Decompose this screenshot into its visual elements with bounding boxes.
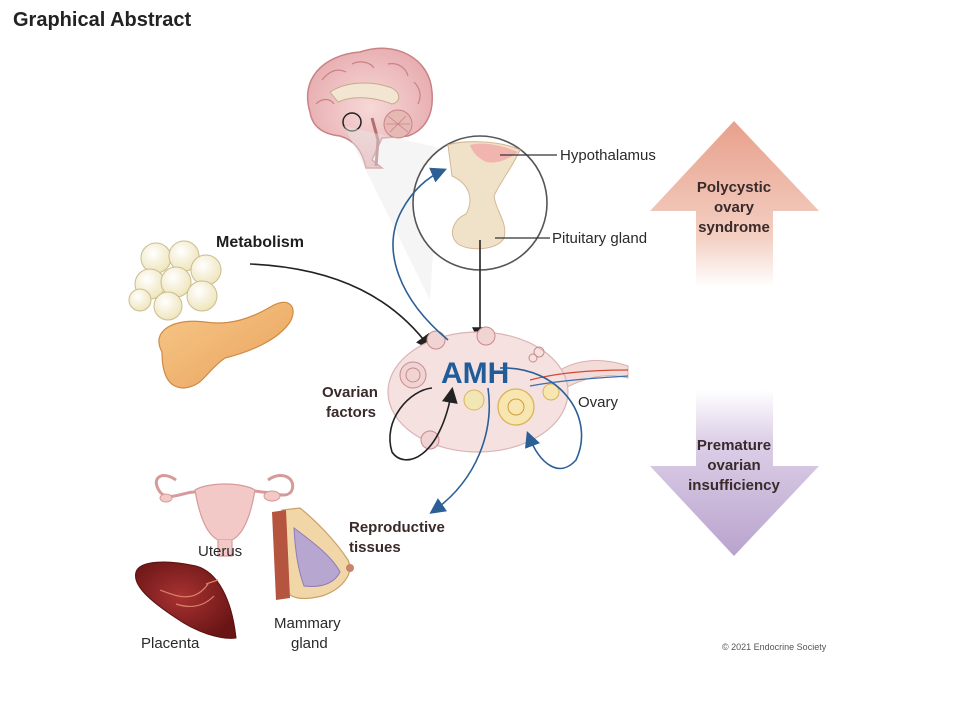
reproductive-tissues-label-2: tissues <box>349 539 401 556</box>
mammary-gland-illustration <box>272 507 354 600</box>
mammary-label-1: Mammary <box>274 615 341 632</box>
brain-illustration <box>306 47 433 169</box>
uterus-illustration <box>154 474 295 557</box>
pituitary-label: Pituitary gland <box>552 230 647 247</box>
ovarian-factors-label-1: Ovarian <box>322 384 378 401</box>
ovary-illustration <box>387 326 629 453</box>
mammary-label-2: gland <box>291 635 328 652</box>
reproductive-tissues-label-1: Reproductive <box>349 519 445 536</box>
metabolism-to-ovary-arrow <box>249 263 432 351</box>
poi-down-arrow <box>650 390 819 556</box>
placenta-illustration <box>135 561 237 639</box>
adipose-cells-illustration <box>128 240 222 321</box>
pcos-up-arrow <box>650 121 819 287</box>
page-title: Graphical Abstract <box>13 9 192 31</box>
ovarian-factors-loop-arrow <box>389 386 458 461</box>
magnifier-cone <box>344 126 440 300</box>
amh-to-reproductive-tissues-arrow <box>429 387 490 514</box>
pcos-label-1: Polycystic <box>697 179 771 196</box>
poi-label-3: insufficiency <box>688 477 780 494</box>
amh-label: AMH <box>441 357 509 390</box>
uterus-label: Uterus <box>198 543 242 560</box>
pcos-label-2: ovary <box>714 199 755 216</box>
ovary-label: Ovary <box>578 394 619 411</box>
ovarian-factors-label-2: factors <box>326 404 376 421</box>
placenta-label: Placenta <box>141 635 200 652</box>
poi-label-2: ovarian <box>707 457 760 474</box>
metabolism-label: Metabolism <box>216 234 304 251</box>
pancreas-illustration <box>158 301 294 389</box>
ovary-intrinsic-loop-arrow <box>499 367 583 470</box>
poi-label-1: Premature <box>697 437 771 454</box>
pcos-label-3: syndrome <box>698 219 770 236</box>
copyright-notice: © 2021 Endocrine Society <box>722 642 827 652</box>
hypothalamus-label: Hypothalamus <box>560 147 656 164</box>
amh-to-hypothalamus-arrow <box>392 167 449 341</box>
